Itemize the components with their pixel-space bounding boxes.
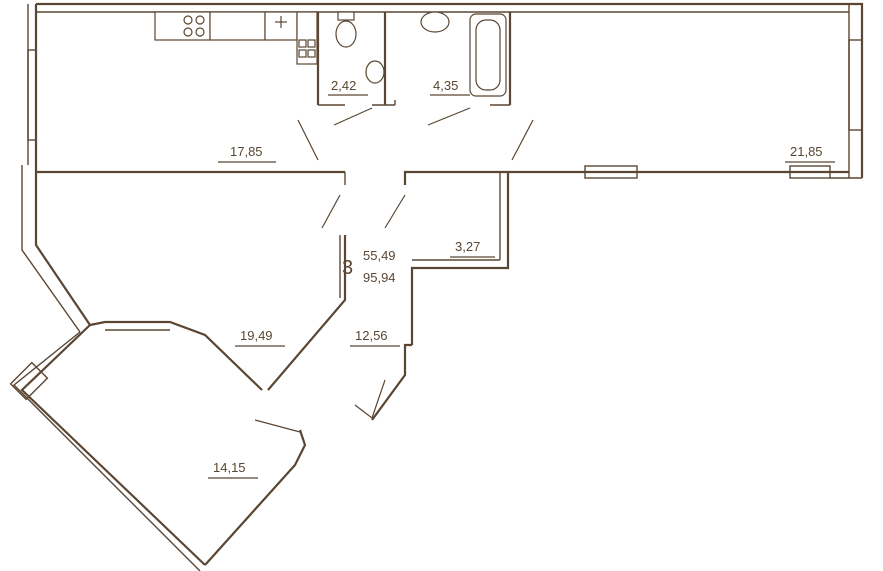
toilet — [335, 20, 357, 48]
interior-walls — [36, 12, 512, 566]
living-area: 55,49 — [363, 248, 396, 263]
outer-walls — [9, 2, 864, 571]
door-swings — [254, 107, 534, 433]
label-lines — [208, 94, 835, 479]
room-area-label: 3,27 — [455, 239, 480, 254]
total-area: 95,94 — [363, 270, 396, 285]
room-area-label: 12,56 — [355, 328, 388, 343]
bath-basin — [420, 11, 450, 33]
room-area-label: 4,35 — [433, 78, 458, 93]
kitchen-fixtures — [154, 11, 318, 65]
counter — [209, 11, 266, 41]
room-area-label: 19,49 — [240, 328, 273, 343]
room-area-label: 21,85 — [790, 144, 823, 159]
room-area-label: 17,85 — [230, 144, 263, 159]
bathroom-fixtures — [335, 11, 507, 97]
room-area-label: 14,15 — [213, 460, 246, 475]
room-count: 3 — [342, 257, 353, 279]
wc-basin — [365, 60, 385, 84]
room-area-label: 2,42 — [331, 78, 356, 93]
